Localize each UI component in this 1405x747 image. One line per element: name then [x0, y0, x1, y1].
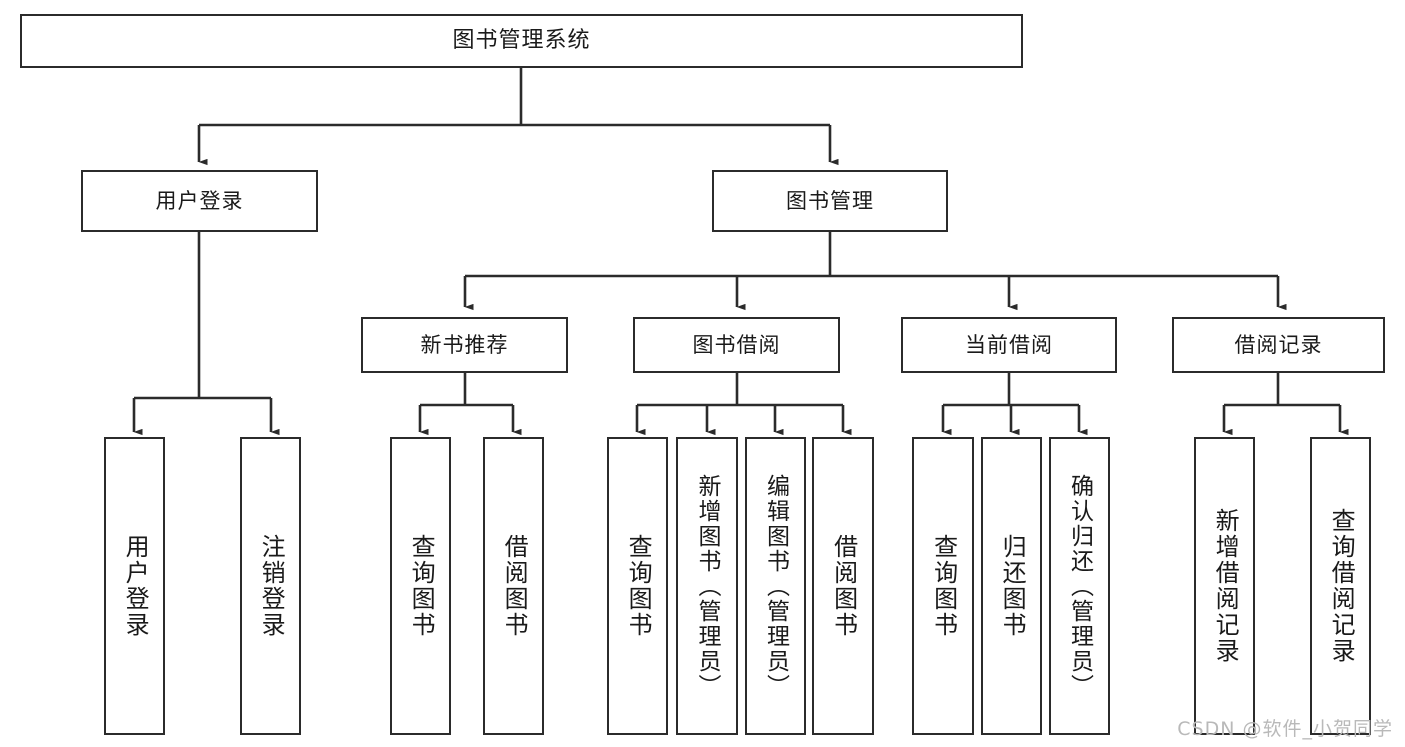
leaf-user-login[interactable]: 用户登录 [104, 437, 165, 735]
node-current-borrow[interactable]: 当前借阅 [901, 317, 1117, 373]
node-label: 图书借阅 [692, 332, 781, 357]
node-new-book-recommend[interactable]: 新书推荐 [361, 317, 568, 373]
node-label: 确认归还（管理员） [1066, 473, 1093, 699]
node-label: 注销登录 [257, 534, 286, 638]
node-root-system[interactable]: 图书管理系统 [20, 14, 1023, 68]
node-book-borrow[interactable]: 图书借阅 [633, 317, 840, 373]
node-borrow-record[interactable]: 借阅记录 [1172, 317, 1385, 373]
leaf-borrow-book-recommend[interactable]: 借阅图书 [483, 437, 544, 735]
leaf-add-book-admin[interactable]: 新增图书（管理员） [676, 437, 738, 735]
node-label: 查询借阅记录 [1327, 508, 1356, 664]
leaf-return-book[interactable]: 归还图书 [981, 437, 1042, 735]
leaf-edit-book-admin[interactable]: 编辑图书（管理员） [745, 437, 806, 735]
leaf-add-borrow-record[interactable]: 新增借阅记录 [1194, 437, 1255, 735]
watermark: CSDN @软件_小贺同学 [1177, 718, 1393, 740]
node-label: 新书推荐 [420, 332, 509, 357]
node-label: 新增借阅记录 [1211, 508, 1240, 664]
leaf-logout[interactable]: 注销登录 [240, 437, 301, 735]
leaf-query-book-current[interactable]: 查询图书 [912, 437, 974, 735]
node-label: 借阅图书 [500, 534, 529, 638]
node-label: 图书管理 [786, 188, 874, 213]
node-label: 借阅记录 [1234, 332, 1323, 357]
node-label: 用户登录 [121, 534, 150, 638]
node-label: 归还图书 [998, 534, 1027, 638]
leaf-query-book-borrow[interactable]: 查询图书 [607, 437, 668, 735]
node-label: 新增图书（管理员） [694, 473, 721, 699]
node-label: 当前借阅 [965, 332, 1053, 357]
node-label: 查询图书 [407, 534, 436, 638]
node-label: 借阅图书 [829, 534, 858, 638]
node-label: 查询图书 [929, 534, 958, 638]
node-label: 用户登录 [155, 188, 244, 213]
leaf-borrow-book[interactable]: 借阅图书 [812, 437, 874, 735]
leaf-confirm-return-admin[interactable]: 确认归还（管理员） [1049, 437, 1110, 735]
node-label: 编辑图书（管理员） [762, 473, 789, 699]
node-label: 查询图书 [624, 534, 653, 638]
leaf-query-borrow-record[interactable]: 查询借阅记录 [1310, 437, 1371, 735]
node-label: 图书管理系统 [452, 28, 591, 54]
leaf-query-book-recommend[interactable]: 查询图书 [390, 437, 451, 735]
node-user-login[interactable]: 用户登录 [81, 170, 318, 232]
node-book-management[interactable]: 图书管理 [712, 170, 948, 232]
